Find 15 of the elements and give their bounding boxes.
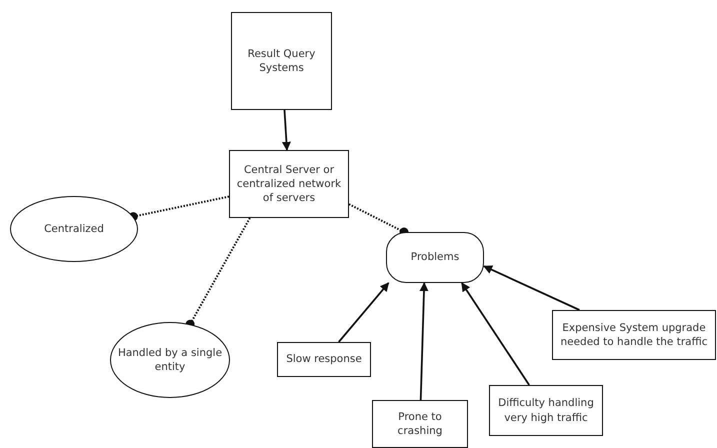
- process-box: Prone to crashing: [372, 400, 468, 448]
- arrow: [420, 282, 428, 400]
- ellipse-node: Handled by a single entity: [110, 322, 230, 398]
- arrow: [483, 265, 580, 311]
- arrow: [461, 282, 530, 386]
- process-box: Expensive System upgrade needed to handle the traffic: [552, 310, 716, 360]
- process-box: Central Server or centralized network of servers: [229, 150, 349, 218]
- process-box: Slow response: [277, 342, 371, 377]
- dotted-connector: [128, 196, 230, 222]
- process-box: Difficulty handling very high traffic: [489, 385, 603, 436]
- arrow: [338, 282, 390, 343]
- ellipse-node: Centralized: [10, 196, 138, 262]
- process-box: Result Query Systems: [231, 12, 332, 110]
- arrow: [282, 110, 291, 151]
- rounded-box: Problems: [386, 232, 484, 283]
